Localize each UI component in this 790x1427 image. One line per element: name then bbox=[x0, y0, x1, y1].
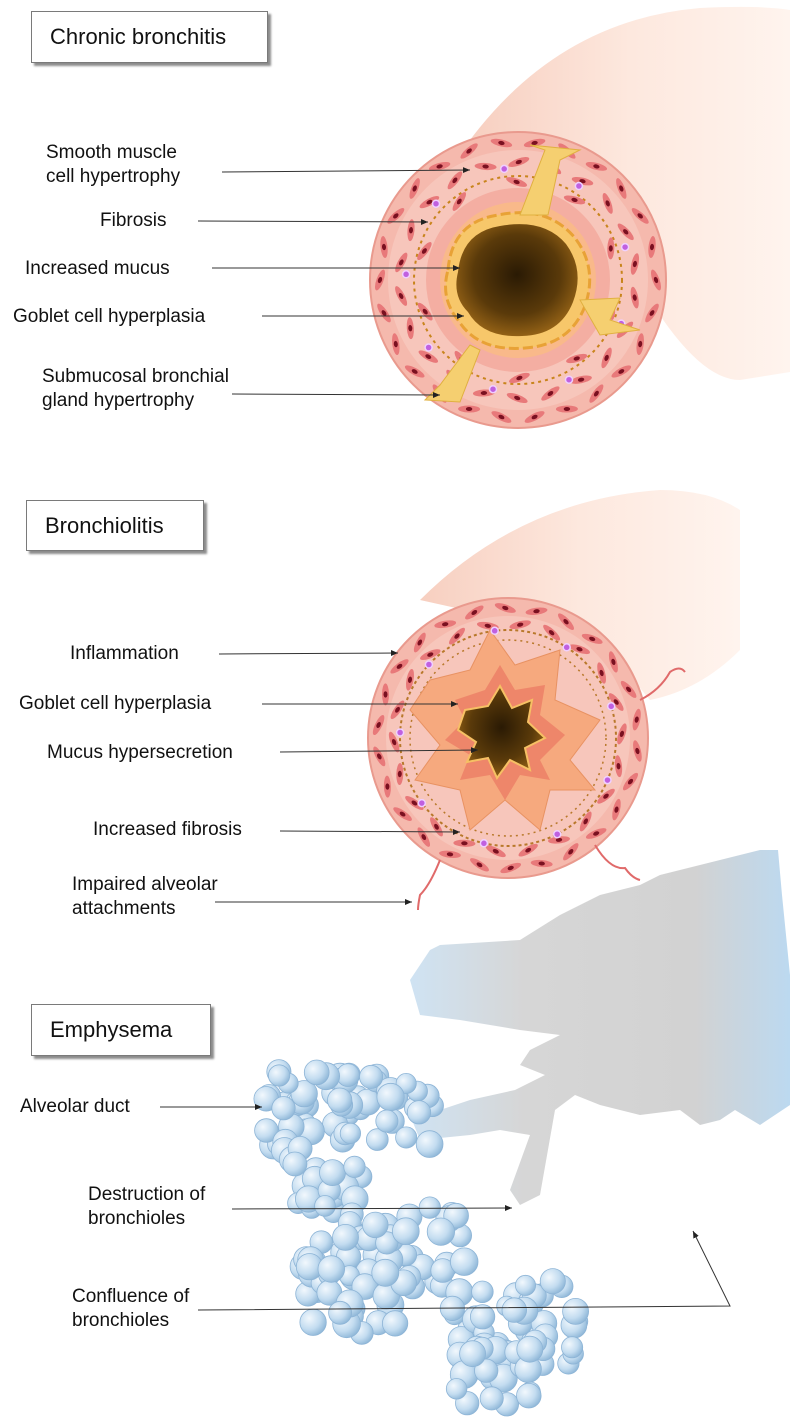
inflammatory-cell bbox=[480, 840, 487, 847]
chronic-bronchitis-illustration bbox=[370, 7, 790, 428]
inflammatory-cell bbox=[425, 344, 432, 351]
label-fibrosis: Fibrosis bbox=[100, 209, 167, 233]
alveolus bbox=[407, 1101, 430, 1124]
label-alveolar-duct-text: Alveolar duct bbox=[20, 1096, 130, 1117]
alveolus bbox=[562, 1337, 583, 1358]
inflammatory-cell bbox=[403, 271, 410, 278]
label-confluence-line2: bronchioles bbox=[72, 1309, 189, 1333]
inflammatory-cell bbox=[491, 627, 498, 634]
alveolus bbox=[363, 1212, 389, 1238]
inflammatory-cell bbox=[425, 661, 432, 668]
alveolus bbox=[376, 1110, 398, 1132]
label-goblet-cell-br: Goblet cell hyperplasia bbox=[19, 692, 211, 716]
emphysema-title-text: Emphysema bbox=[50, 1017, 172, 1043]
alveolus bbox=[480, 1387, 503, 1410]
alveolus bbox=[268, 1065, 289, 1086]
alveolus bbox=[300, 1309, 326, 1335]
alveolus bbox=[472, 1281, 494, 1303]
inflammatory-cell bbox=[397, 729, 404, 736]
inflammatory-cell bbox=[622, 244, 629, 251]
emphysema-illustration bbox=[254, 850, 790, 1416]
alveolus bbox=[333, 1224, 359, 1250]
label-mucus-hypersecretion-text: Mucus hypersecretion bbox=[47, 742, 233, 763]
alveolus bbox=[344, 1156, 365, 1177]
alveolus bbox=[304, 1060, 329, 1085]
alveolus bbox=[419, 1197, 440, 1218]
alveolus bbox=[502, 1298, 527, 1323]
inflammatory-cell bbox=[563, 644, 570, 651]
label-increased-mucus: Increased mucus bbox=[25, 257, 170, 281]
inflammatory-cell bbox=[575, 183, 582, 190]
alveolus bbox=[382, 1311, 407, 1336]
label-submucosal-line1: Submucosal bronchial bbox=[42, 365, 229, 389]
label-increased-fibrosis-text: Increased fibrosis bbox=[93, 819, 242, 840]
label-alveolar-duct: Alveolar duct bbox=[20, 1095, 130, 1119]
alveolus bbox=[337, 1064, 360, 1087]
lumen bbox=[456, 224, 577, 336]
alveolus bbox=[416, 1131, 443, 1158]
label-mucus-hypersecretion: Mucus hypersecretion bbox=[47, 741, 233, 765]
label-submucosal-line2: gland hypertrophy bbox=[42, 389, 229, 413]
label-submucosal: Submucosal bronchial gland hypertrophy bbox=[42, 365, 229, 413]
alveolus bbox=[315, 1196, 336, 1217]
alveolus bbox=[372, 1259, 399, 1286]
alveolus bbox=[377, 1083, 404, 1110]
alveolus bbox=[320, 1160, 346, 1186]
label-inflammation-text: Inflammation bbox=[70, 643, 179, 664]
alveolus bbox=[563, 1298, 589, 1324]
alveolus bbox=[340, 1123, 360, 1143]
alveolus bbox=[318, 1256, 345, 1283]
bronchiolitis-title-text: Bronchiolitis bbox=[45, 513, 164, 539]
inflammatory-cell bbox=[501, 165, 508, 172]
label-impaired-line2: attachments bbox=[72, 897, 218, 921]
alveolus bbox=[540, 1269, 565, 1294]
label-goblet-cell-cb: Goblet cell hyperplasia bbox=[13, 305, 205, 329]
inflammatory-cell bbox=[566, 376, 573, 383]
alveolus bbox=[517, 1336, 543, 1362]
label-smooth-muscle: Smooth muscle cell hypertrophy bbox=[46, 141, 180, 189]
label-increased-mucus-text: Increased mucus bbox=[25, 258, 170, 279]
alveolus bbox=[427, 1218, 454, 1245]
label-smooth-muscle-line1: Smooth muscle bbox=[46, 141, 180, 165]
inflammatory-cell bbox=[418, 800, 425, 807]
alveolus bbox=[328, 1088, 352, 1112]
alveolus bbox=[446, 1379, 467, 1400]
panel-title-emphysema: Emphysema bbox=[31, 1004, 211, 1056]
bronchiolitis-illustration bbox=[368, 490, 740, 910]
inflammatory-cell bbox=[604, 777, 611, 784]
inflammatory-cell bbox=[490, 386, 497, 393]
label-smooth-muscle-line2: cell hypertrophy bbox=[46, 165, 180, 189]
label-confluence-line1: Confluence of bbox=[72, 1285, 189, 1309]
chronic-bronchitis-title-text: Chronic bronchitis bbox=[50, 24, 226, 50]
alveolus bbox=[460, 1341, 486, 1367]
label-destruction: Destruction of bronchioles bbox=[88, 1183, 205, 1231]
alveolus bbox=[450, 1248, 478, 1276]
inflammatory-cell bbox=[608, 703, 615, 710]
panel-title-bronchiolitis: Bronchiolitis bbox=[26, 500, 204, 551]
label-destruction-line1: Destruction of bbox=[88, 1183, 205, 1207]
alveolus bbox=[329, 1301, 352, 1324]
label-confluence: Confluence of bronchioles bbox=[72, 1285, 189, 1333]
alveolus bbox=[517, 1383, 542, 1408]
label-destruction-line2: bronchioles bbox=[88, 1207, 205, 1231]
alveolus bbox=[360, 1065, 383, 1088]
label-fibrosis-text: Fibrosis bbox=[100, 210, 167, 231]
panel-title-chronic-bronchitis: Chronic bronchitis bbox=[31, 11, 268, 63]
alveolus bbox=[392, 1218, 419, 1245]
enlarged-airspace bbox=[410, 850, 790, 1205]
alveolus bbox=[515, 1275, 535, 1295]
inflammatory-cell bbox=[433, 200, 440, 207]
alveolus bbox=[283, 1152, 307, 1176]
alveolus bbox=[396, 1127, 417, 1148]
label-increased-fibrosis: Increased fibrosis bbox=[93, 818, 242, 842]
alveolus bbox=[272, 1097, 295, 1120]
label-inflammation: Inflammation bbox=[70, 642, 179, 666]
label-impaired-line1: Impaired alveolar bbox=[72, 873, 218, 897]
label-goblet-cell-cb-text: Goblet cell hyperplasia bbox=[13, 306, 205, 327]
label-goblet-cell-br-text: Goblet cell hyperplasia bbox=[19, 693, 211, 714]
inflammatory-cell bbox=[554, 831, 561, 838]
label-impaired-attachments: Impaired alveolar attachments bbox=[72, 873, 218, 921]
